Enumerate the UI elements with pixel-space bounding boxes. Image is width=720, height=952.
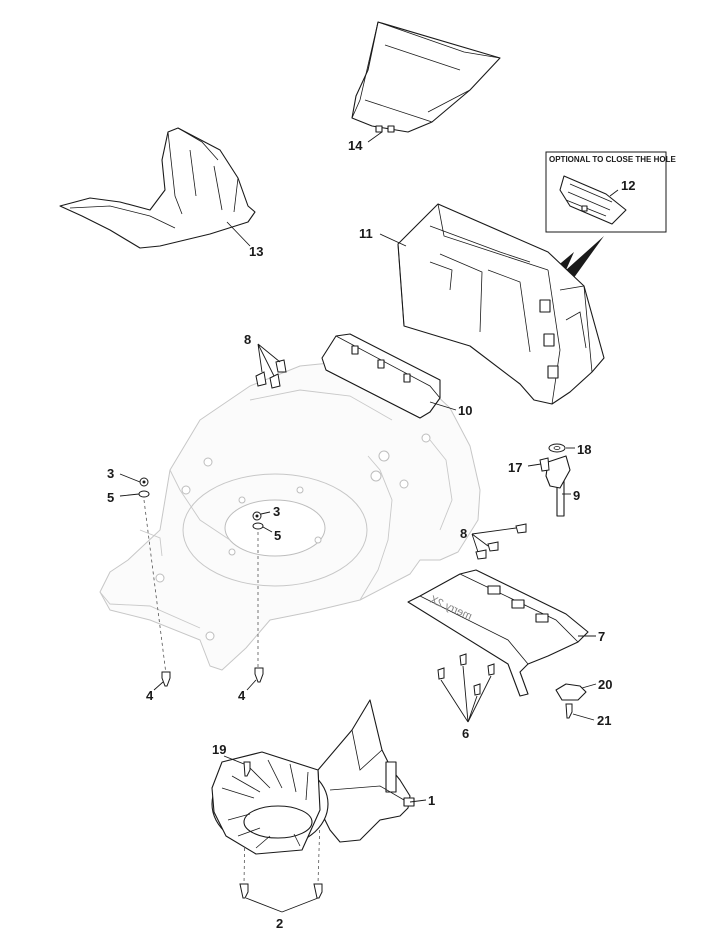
label-8-lower: 8 [460,526,467,541]
part-18-washer [548,443,566,453]
label-3-left: 3 [107,466,114,481]
part-11-chute-frame [397,203,605,405]
optional-box-title: OPTIONAL TO CLOSE THE HOLE [549,155,676,164]
label-21: 21 [597,713,611,728]
label-7: 7 [598,629,605,644]
label-18: 18 [577,442,591,457]
part-7-skid-plate: merry 2X [407,569,589,697]
part-14-chute-flap [351,21,501,133]
part-8-screws-lower [475,523,527,560]
mower-deck [99,359,481,671]
part-13-side-deflector [59,127,256,249]
optional-insert-box: OPTIONAL TO CLOSE THE HOLE 12 [545,151,676,233]
label-17: 17 [508,460,522,475]
part-1-blade-housing [211,699,415,855]
label-4-left: 4 [146,688,154,703]
label-6: 6 [462,726,469,741]
label-14: 14 [348,138,363,153]
label-4-right: 4 [238,688,246,703]
label-9: 9 [573,488,580,503]
part-21-screw [565,703,573,719]
label-1: 1 [428,793,435,808]
part-5-washer-left [138,490,150,498]
label-5-left: 5 [107,490,114,505]
label-11: 11 [359,226,373,241]
part-3-nut-center [252,511,262,521]
part-5-washer-center [252,522,264,530]
label-5-center: 5 [274,528,281,543]
part-17-pin [539,457,550,472]
label-12: 12 [621,178,635,193]
part-3-nut-left [139,477,149,487]
label-3-center: 3 [273,504,280,519]
label-10: 10 [458,403,472,418]
part-8-screws-upper [255,359,287,389]
part-6-screws [437,653,495,696]
part-12-hole-cover [559,175,627,225]
label-2: 2 [276,916,283,931]
part-10-rear-guard [321,333,441,419]
label-19: 19 [212,742,226,757]
label-13: 13 [249,244,263,259]
part-4-screw-left [161,671,171,687]
label-20: 20 [598,677,612,692]
part-19-screw [243,761,251,777]
part-20-knob [555,683,587,701]
part-2-screws [239,883,323,899]
label-8-upper: 8 [244,332,251,347]
part-4-screw-right [254,667,264,683]
part-9-adjust-rod [545,455,571,517]
